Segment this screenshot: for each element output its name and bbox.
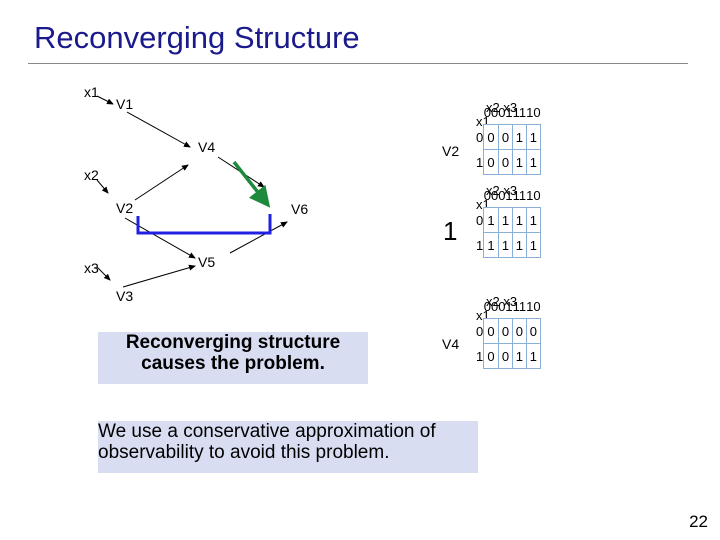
kmap-cell: 0 [497,149,514,175]
kmap-table: 00 01 11 10 0 1 1 1 1 1 1 1 1 1 [476,183,542,258]
kmap-row-header: 1 [476,348,484,364]
kmap-cell: 1 [483,207,499,233]
kmap-col-header: 10 [526,298,541,314]
kmap-cell: 1 [525,149,542,175]
page-number: 22 [689,512,708,531]
kmap-cell: 0 [483,124,499,150]
kmap-row-header: 1 [476,154,484,170]
kmap-table: 00 01 11 10 0 0 0 0 0 1 0 0 1 1 [476,294,542,369]
node-v5: V5 [198,254,216,270]
kmap-row-header: 1 [476,237,484,253]
edge-v2-v5 [124,217,196,259]
edge-v5-v6 [229,221,288,254]
page-title: Reconverging Structure [34,20,360,55]
input-x3: x3 [84,260,99,276]
kmap-cell: 0 [497,318,514,344]
kmap-cell: 1 [497,207,514,233]
kmap-col-header: 00 [483,187,499,203]
kmap-cell: 1 [512,124,527,150]
input-x2: x2 [84,167,99,183]
kmap-col-header: 11 [512,187,527,203]
kmap-col-header: 10 [526,187,541,203]
kmap-cell: 0 [483,149,499,175]
kmap-cell: 1 [525,343,542,369]
kmap-col-header: 00 [483,298,499,314]
kmap-col-header: 11 [512,104,527,120]
kmap-cols-var: x2 x3 [486,294,518,309]
edge-v3-v5 [122,264,196,288]
callout-approximation-text: We use a conservative approximation of o… [98,421,436,463]
kmap-row-header: 0 [476,129,484,145]
kmap-col-header: 00 [483,104,499,120]
kmap-col-header: 01 [498,104,513,120]
kmap-cell: 0 [512,318,527,344]
label-v4-kmap: V4 [442,336,460,352]
kmap-cell: 1 [512,207,527,233]
node-v1: V1 [116,96,134,112]
kmap-row-header: 0 [476,212,484,228]
kmap-cell: 0 [497,343,514,369]
kmap-cell: 0 [483,343,499,369]
edge-x2-v2 [96,179,109,194]
observability-arrow [232,160,271,208]
kmap-col-header: 10 [526,104,541,120]
kmap-cell: 1 [483,232,499,258]
kmap-cell: 1 [525,124,542,150]
label-v2-kmap: V2 [442,143,460,159]
callout-approximation: We use a conservative approximation of o… [98,421,478,473]
kmap-cols-var: x2 x3 [486,100,518,115]
kmap-row-header: 0 [476,323,484,339]
edge-v1-v4 [126,111,191,148]
kmap-col-header: 01 [498,298,513,314]
edge-x3-v3 [96,266,111,281]
kmap-table: 00 01 11 10 0 0 0 1 1 1 0 0 1 1 [476,100,542,175]
node-v2: V2 [116,200,134,216]
kmap-cell: 1 [512,232,527,258]
reconverging-path [136,214,272,235]
input-x1: x1 [84,84,99,100]
kmap-cell: 1 [525,207,542,233]
edge-v2-v4 [134,164,189,201]
node-v4: V4 [198,139,216,155]
kmap-cell: 0 [497,124,514,150]
kmap-cell: 1 [497,232,514,258]
label-one-kmap: 1 [443,216,458,246]
callout-reconverging-text: Reconverging structure causes the proble… [125,332,341,374]
kmap-cell: 1 [525,232,542,258]
node-v3: V3 [116,288,134,304]
node-v6: V6 [291,201,309,217]
kmap-col-header: 11 [512,298,527,314]
kmap-cols-var: x2 x3 [486,183,518,198]
kmap-cell: 1 [512,343,527,369]
title-divider [28,63,688,64]
kmap-cell: 1 [512,149,527,175]
kmap-col-header: 01 [498,187,513,203]
kmap-cell: 0 [525,318,542,344]
kmap-cell: 0 [483,318,499,344]
callout-reconverging: Reconverging structure causes the proble… [98,332,368,384]
edge-x1-v1 [96,95,114,105]
